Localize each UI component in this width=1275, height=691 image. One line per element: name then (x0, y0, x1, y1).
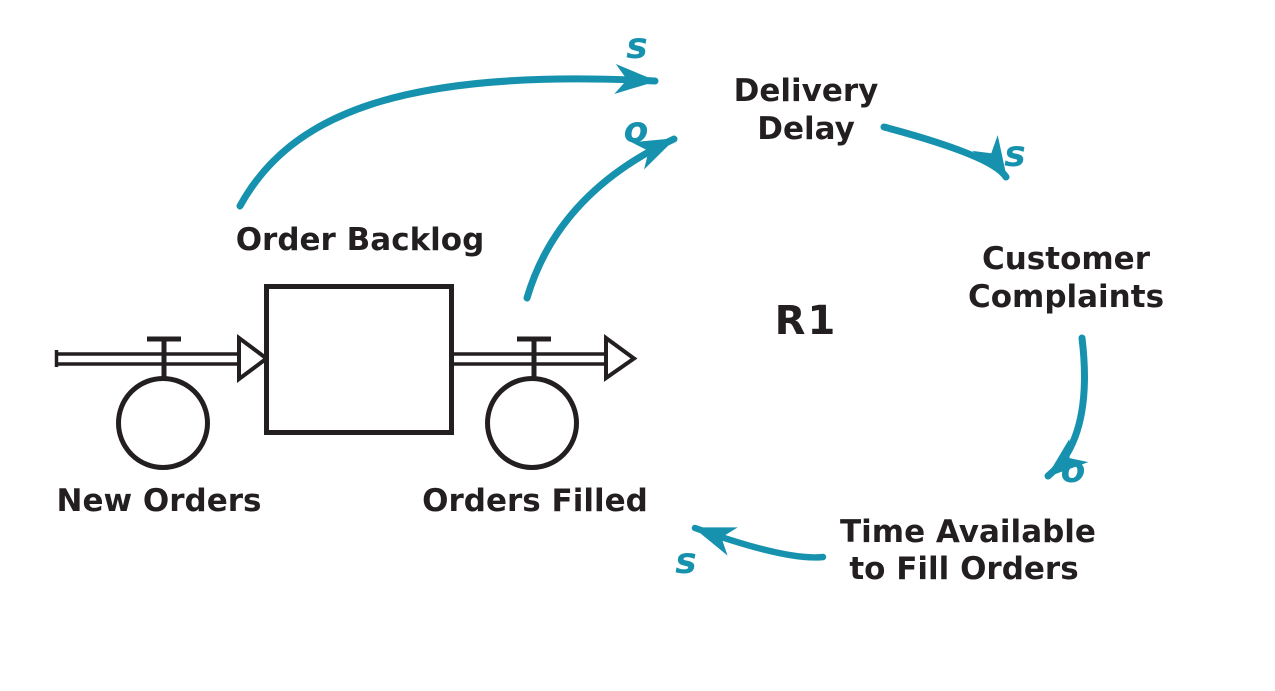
link-order-backlog-to-delivery-delay (236, 63, 659, 210)
label-time-available-line2: to Fill Orders (849, 551, 1078, 587)
label-delivery-delay-line1: Delivery (734, 73, 879, 109)
link-orders-filled-to-delivery-delay (523, 135, 678, 302)
stock-and-flow-chain (54, 284, 638, 470)
labels: Order Backlog New Orders Orders Filled D… (57, 73, 1165, 587)
polarity-marks: s o s o s (624, 26, 1086, 582)
label-new-orders: New Orders (57, 483, 262, 519)
polarity-complaints-time: o (1061, 450, 1086, 491)
polarity-time-filled: s (675, 541, 696, 582)
link-delivery-delay-to-customer-complaints (880, 123, 1010, 181)
label-orders-filled: Orders Filled (422, 483, 648, 519)
stock-rect-order-backlog (264, 284, 454, 435)
polarity-delivery-complaints: s (1004, 134, 1025, 175)
inflow-valve-circle-icon (116, 376, 210, 470)
inflow-pipe-arrowhead-icon (237, 334, 270, 383)
link-time-available-to-orders-filled (691, 524, 827, 561)
loop-id-label: R1 (775, 298, 838, 344)
link-customer-complaints-to-time-available (1044, 334, 1089, 480)
label-delivery-delay-line2: Delay (757, 111, 855, 147)
label-time-available-line1: Time Available (840, 514, 1096, 550)
outflow-valve-circle-icon (485, 376, 579, 470)
inflow-pipe (54, 350, 248, 367)
polarity-filled-delivery: o (624, 110, 649, 151)
label-customer-complaints-line2: Complaints (968, 279, 1164, 315)
label-order-backlog: Order Backlog (236, 222, 485, 258)
outflow-pipe-arrowhead-icon (604, 334, 638, 382)
polarity-backlog-delivery: s (626, 26, 647, 67)
causal-links (236, 63, 1089, 561)
label-customer-complaints-line1: Customer (982, 241, 1151, 277)
